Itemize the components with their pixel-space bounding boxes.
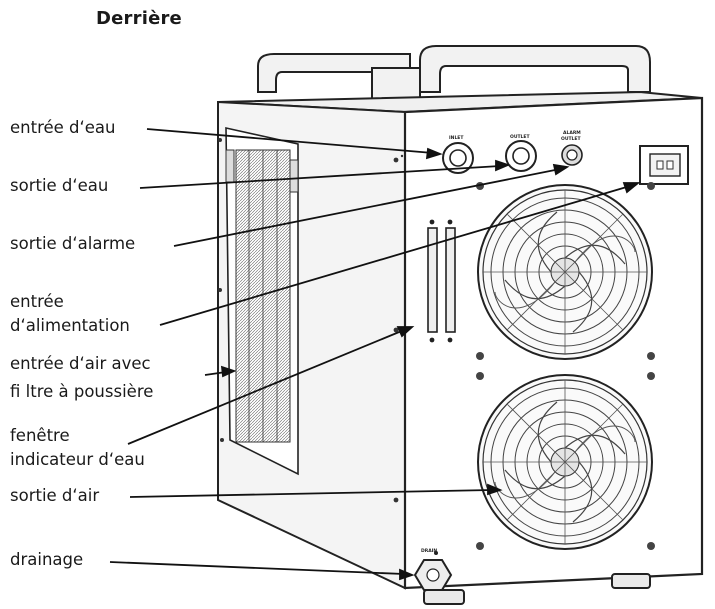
label-water-window-line1: fenêtre — [10, 426, 70, 445]
side-panel — [217, 100, 406, 590]
drain-nut — [413, 559, 453, 591]
panel-alarm-text-1: ALARM — [563, 130, 581, 136]
arrow-drain — [399, 568, 415, 581]
leader-lines — [109, 128, 641, 581]
arrow-water-window — [396, 326, 415, 338]
panel-drain-text: DRAIN — [421, 548, 437, 554]
carry-handle — [257, 45, 651, 103]
label-water-window-line2: indicateur d‘eau — [10, 450, 145, 469]
leader-water-outlet — [139, 165, 501, 189]
label-alarm-outlet: sortie d‘alarme — [10, 234, 136, 253]
arrow-air-inlet — [220, 365, 237, 378]
leader-power-inlet — [159, 185, 631, 326]
panel-inlet-text: INLET — [449, 135, 464, 141]
label-air-inlet-line2: fi ltre à poussière — [10, 382, 154, 401]
label-air-inlet-line1: entrée d‘air avec — [10, 354, 151, 373]
label-power-inlet-line1: entrée — [10, 292, 64, 311]
label-air-outlet: sortie d‘air — [10, 486, 100, 505]
arrow-alarm-outlet — [552, 163, 570, 176]
arrow-air-outlet — [487, 483, 503, 496]
leader-water-inlet — [146, 128, 434, 154]
panel-outlet-text: OUTLET — [510, 134, 530, 140]
leader-drain — [109, 561, 405, 575]
label-water-outlet: sortie d‘eau — [10, 176, 109, 195]
label-drain: drainage — [10, 550, 84, 569]
leader-water-window — [127, 329, 405, 445]
view-title: Derrière — [96, 8, 182, 29]
arrow-power-inlet — [622, 182, 641, 194]
fan-lower — [476, 372, 655, 550]
leader-alarm-outlet — [173, 168, 561, 247]
label-water-inlet: entrée d‘eau — [10, 118, 116, 137]
arrow-water-outlet — [495, 159, 511, 172]
panel-alarm-text-2: OUTLET — [561, 136, 581, 142]
arrow-water-inlet — [425, 147, 443, 160]
label-power-inlet-line2: d‘alimentation — [10, 316, 130, 335]
fan-upper — [476, 182, 655, 360]
leader-air-outlet — [129, 489, 493, 498]
feet — [423, 573, 651, 605]
